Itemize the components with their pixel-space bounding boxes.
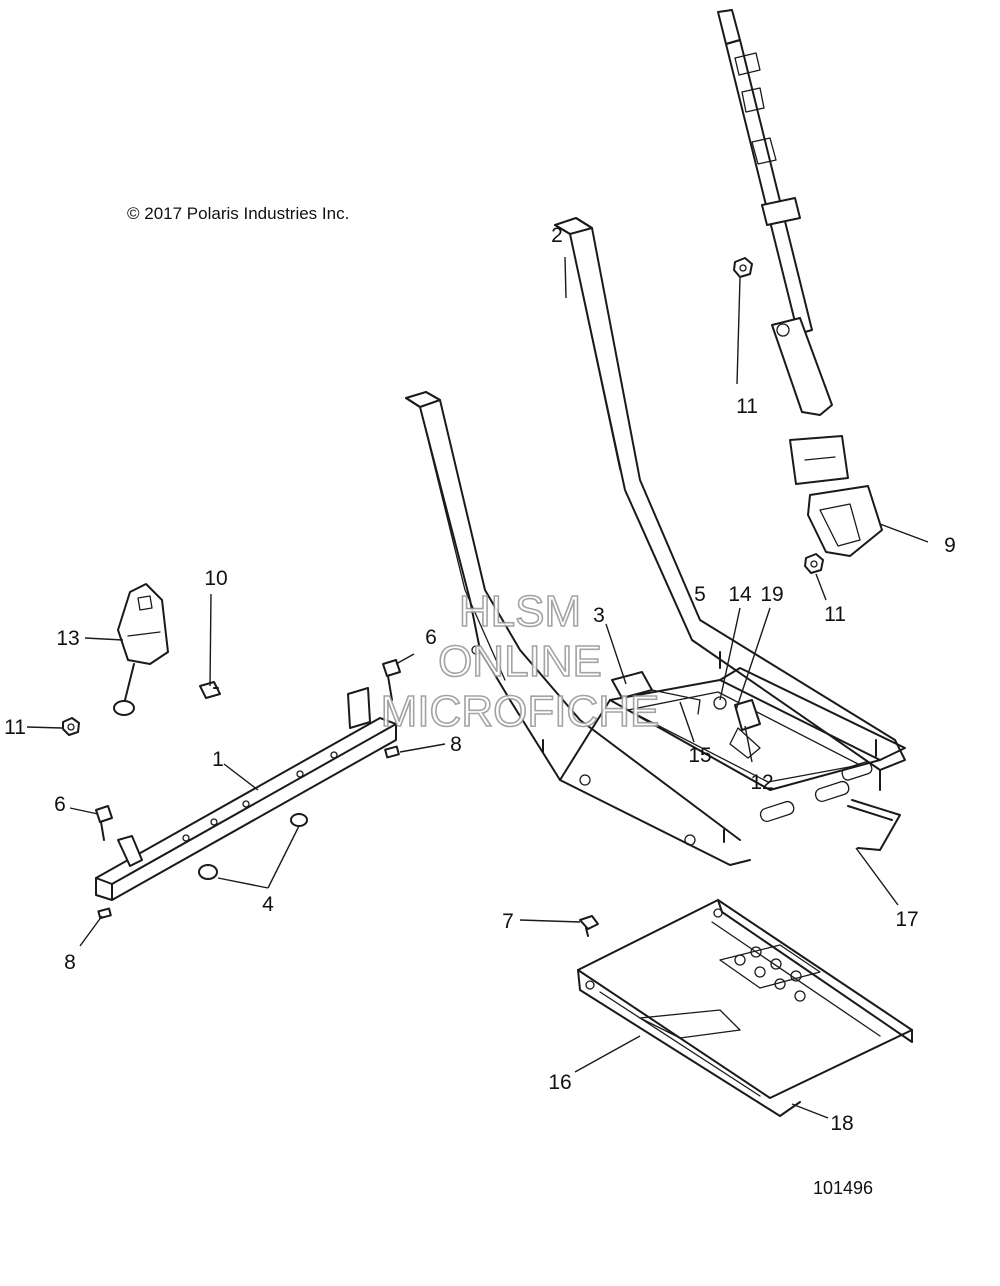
callout-3: 3 [593,604,605,627]
callout-12: 12 [750,771,773,794]
callout-2: 2 [551,224,563,247]
watermark: HLSM ONLINE MICROFICHE [380,586,660,737]
bolt-part-6-upper [382,659,401,701]
callout-19: 19 [760,583,783,606]
callout-14: 14 [728,583,752,606]
callout-11-upper: 11 [736,395,758,418]
seat-belt-buckle-part-13 [113,583,169,716]
callout-17: 17 [895,908,918,931]
clip-part-8-lower [97,907,112,920]
callout-11-left: 11 [4,716,26,739]
seat-slider-part-16 [577,899,913,1117]
callout-8-lower: 8 [64,951,76,974]
watermark-line-2: ONLINE [438,637,602,686]
callout-6-lower: 6 [54,793,66,816]
callout-4: 4 [262,893,274,916]
nut-part-11-left [62,717,80,736]
callout-11-right: 11 [824,603,846,626]
nut-part-4-upper [290,813,308,827]
callout-5: 5 [694,583,706,606]
watermark-line-1: HLSM [459,587,581,636]
bolt-part-7 [579,915,599,937]
callout-6-upper: 6 [425,626,437,649]
clip-part-8-upper [384,745,400,759]
watermark-line-3: MICROFICHE [381,687,660,736]
leader-lines [26,256,929,1119]
callout-labels: 1 2 3 4 5 6 6 7 8 8 9 10 11 11 11 12 13 … [4,224,956,1135]
callout-1: 1 [212,748,224,771]
callout-18: 18 [830,1112,853,1135]
copyright-notice: © 2017 Polaris Industries Inc. [127,204,350,223]
callout-10: 10 [204,567,227,590]
nut-part-11-upper [733,257,753,278]
callout-9: 9 [944,534,956,557]
callout-15: 15 [688,744,711,767]
callout-8-upper: 8 [450,733,462,756]
bracket-rail-part-1 [95,687,397,901]
nut-part-4-lower [198,864,218,880]
seat-frame-part-2 [405,217,906,866]
callout-13: 13 [56,627,79,650]
nut-part-11-right [804,553,824,574]
bolt-part-6-lower [95,805,113,841]
callout-16: 16 [548,1071,571,1094]
callout-7: 7 [502,910,514,933]
document-number: 101496 [813,1178,874,1198]
seat-belt-part-9 [717,9,883,557]
